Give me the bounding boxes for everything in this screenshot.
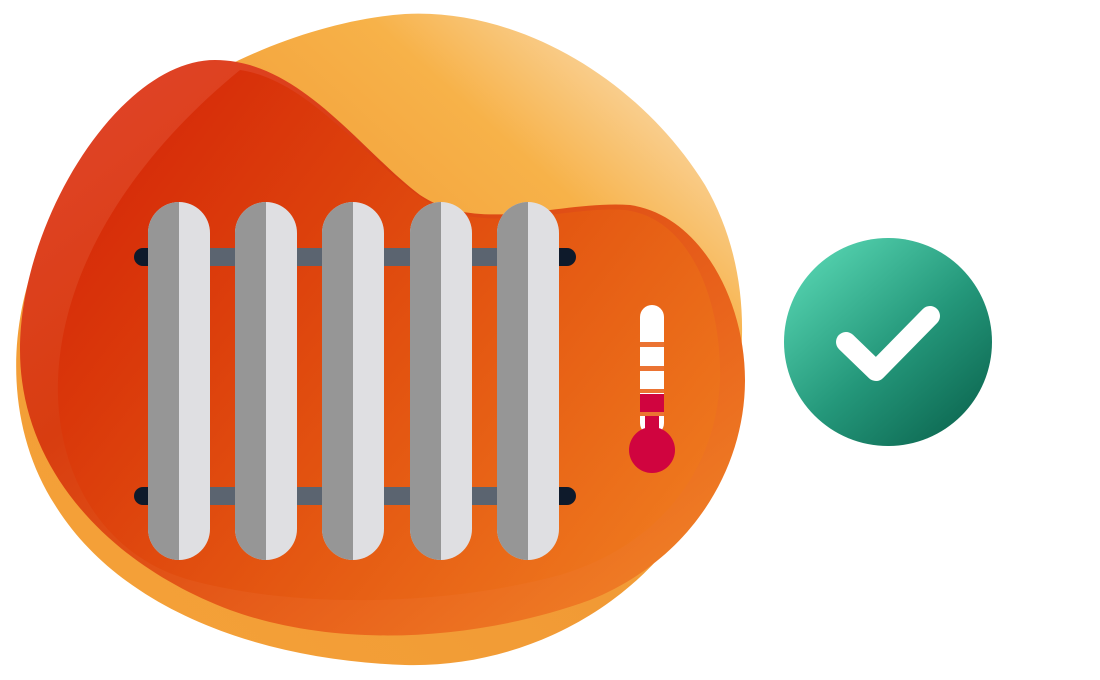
success-badge — [784, 238, 992, 446]
radiator-fin — [497, 202, 559, 560]
thermometer-bulb — [629, 427, 675, 473]
check-icon — [836, 306, 940, 381]
radiator-fin — [410, 202, 472, 560]
thermometer-icon — [629, 305, 675, 473]
radiator-fin — [322, 202, 384, 560]
radiator-fin — [235, 202, 297, 560]
radiator-fin — [148, 202, 210, 560]
thermometer-level — [640, 394, 664, 412]
radiator — [148, 202, 559, 560]
